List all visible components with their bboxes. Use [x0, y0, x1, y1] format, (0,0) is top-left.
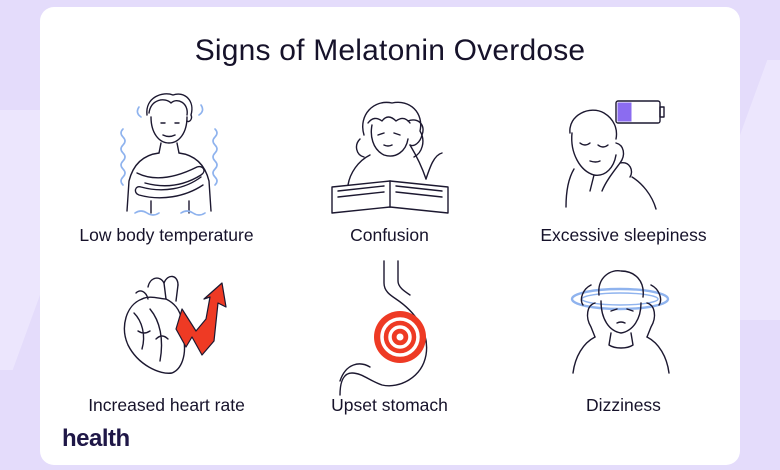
infographic-title: Signs of Melatonin Overdose — [194, 34, 586, 67]
infographic-card: Signs of Melatonin Overdose Low body tem… — [40, 7, 740, 465]
symptom-label-upset-stomach: Upset stomach — [331, 395, 448, 415]
symptom-label-dizziness: Dizziness — [586, 395, 661, 415]
dizzy-person-icon — [565, 265, 675, 377]
brand-logo[interactable]: health — [62, 425, 130, 452]
symptom-label-excessive-sleepiness: Excessive sleepiness — [540, 225, 707, 245]
sleepy-person-low-battery-icon — [560, 99, 670, 214]
confused-reader-icon — [330, 95, 450, 220]
shivering-person-icon — [115, 89, 225, 219]
symptom-label-confusion: Confusion — [350, 225, 429, 245]
symptom-label-low-body-temperature: Low body temperature — [79, 225, 254, 245]
stomach-target-icon — [330, 257, 450, 397]
symptom-label-increased-heart-rate: Increased heart rate — [88, 395, 245, 415]
heart-rising-arrow-icon — [120, 269, 230, 381]
